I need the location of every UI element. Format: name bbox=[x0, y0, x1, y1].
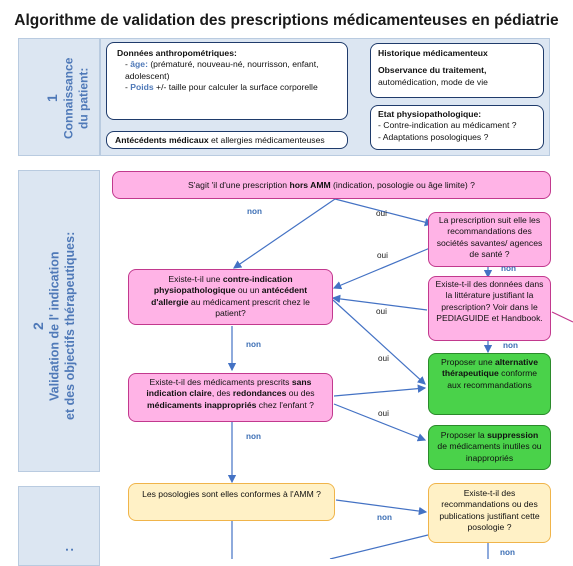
observance-text: Observance du traitement, automédication… bbox=[378, 65, 488, 87]
label-non-posoreco: non bbox=[500, 548, 516, 557]
physio-item-2: - Adaptations posologiques ? bbox=[378, 131, 489, 142]
physio-item-1: - Contre-indication au médicament ? bbox=[378, 120, 517, 131]
antecedents-box: Antécédents médicaux et allergies médica… bbox=[106, 131, 348, 149]
physio-title: Etat physiopathologique: bbox=[378, 109, 482, 119]
anthro-poids: - Poids +/- taille pour calculer la surf… bbox=[125, 82, 318, 93]
box-alternative: Proposer une alternative thérapeutique c… bbox=[428, 353, 551, 415]
box-posologies: Les posologies sont elles conformes à l'… bbox=[128, 483, 335, 521]
arrow-amm-to-ci bbox=[233, 198, 336, 269]
page-title: Algorithme de validation des prescriptio… bbox=[14, 12, 559, 29]
arrow-poso-to-reco bbox=[335, 499, 428, 516]
label-oui-3: oui bbox=[376, 307, 387, 316]
label-non-litt: non bbox=[503, 341, 519, 350]
label-oui-4: oui bbox=[378, 354, 389, 363]
poids-label: Poids bbox=[130, 82, 154, 93]
arrow-reco-to-ci bbox=[332, 247, 431, 290]
arrow-amm-to-reco bbox=[334, 198, 434, 227]
anthro-age: - âge: (prématuré, nouveau-né, nourrisso… bbox=[125, 59, 319, 81]
history-box: Historique médicamenteux Observance du t… bbox=[370, 43, 544, 98]
physio-box: Etat physiopathologique: - Contre-indica… bbox=[370, 105, 544, 150]
box-contre-indication: Existe-t-il une contre-indication physio… bbox=[128, 269, 333, 325]
anthropometric-box: Données anthropométriques: - âge: (préma… bbox=[106, 42, 348, 120]
label-non-5: non bbox=[377, 513, 393, 522]
arrow-dup-to-alt bbox=[333, 384, 427, 397]
antecedents-bold: Antécédents médicaux bbox=[115, 135, 209, 145]
anthro-title: Données anthropométriques: bbox=[117, 48, 237, 58]
label-non-2: non bbox=[501, 264, 517, 273]
pink-exit-line bbox=[551, 311, 573, 323]
section-1-band bbox=[18, 38, 100, 156]
box-posologie-reco: Existe-t-il des recommandations ou des p… bbox=[428, 483, 551, 543]
history-title: Historique médicamenteux bbox=[378, 48, 488, 58]
age-label: âge: bbox=[130, 59, 148, 70]
box-suppression: Proposer la suppression de médicaments i… bbox=[428, 425, 551, 470]
box-hors-amm: S'agit 'il d'une prescription hors AMM (… bbox=[112, 171, 551, 199]
box-redondances: Existe-t-il des médicaments prescrits sa… bbox=[128, 373, 333, 422]
label-oui-2: oui bbox=[377, 251, 388, 260]
label-oui-5: oui bbox=[378, 409, 389, 418]
arrow-dup-to-sup bbox=[333, 403, 427, 442]
section-2-band bbox=[18, 170, 100, 472]
box-litterature: Existe-t-il des données dans la littérat… bbox=[428, 276, 551, 341]
section-3-band bbox=[18, 486, 100, 566]
label-non-3: non bbox=[246, 340, 262, 349]
arrow-ci-to-alt bbox=[332, 299, 426, 385]
label-non-4: non bbox=[246, 432, 262, 441]
label-oui-1: oui bbox=[376, 209, 387, 218]
label-non-1: non bbox=[247, 207, 263, 216]
arrow-litt-to-ci bbox=[331, 294, 428, 311]
hors-amm-bold: hors AMM bbox=[289, 180, 331, 190]
arrow-posoreco-left bbox=[329, 534, 429, 559]
box-recommandations: La prescription suit elle les recommanda… bbox=[428, 212, 551, 267]
